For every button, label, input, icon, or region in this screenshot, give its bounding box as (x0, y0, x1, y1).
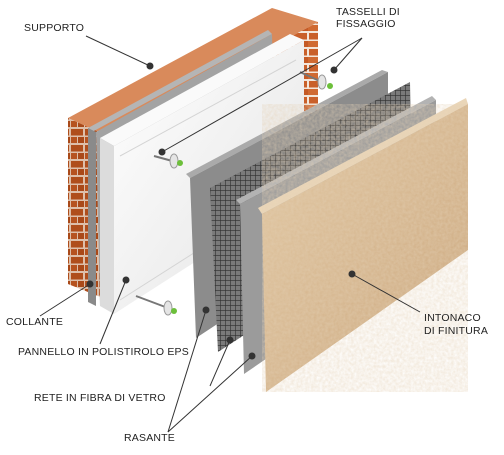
leader-supporto (85, 35, 151, 67)
label-pannello: PANNELLO IN POLISTIROLO EPS (18, 346, 189, 358)
finishing-plaster-layer (258, 98, 468, 392)
leader-rete (209, 339, 231, 387)
anchor-top (153, 153, 183, 169)
label-rete: RETE IN FIBRA DI VETRO (34, 392, 166, 404)
leader-rasante-1 (167, 309, 207, 433)
anchor-bottom (135, 295, 177, 316)
leader-collante (39, 283, 91, 317)
leader-rasante-2 (167, 355, 253, 433)
label-intonaco-line2: DI FINITURA (424, 325, 489, 337)
leader-tasselli-1 (333, 37, 363, 71)
label-supporto: SUPPORTO (24, 22, 85, 34)
leader-intonaco (351, 273, 421, 313)
leader-tasselli-2 (161, 37, 363, 153)
label-tasselli-line1: TASSELLI DI (336, 6, 400, 18)
anchor-top-right (299, 71, 333, 90)
leader-dots (86, 62, 356, 360)
label-intonaco-line1: INTONACO (424, 312, 481, 324)
leader-lines (39, 35, 421, 433)
leader-pannello (99, 279, 127, 345)
label-tasselli-line2: FISSAGGIO (336, 18, 396, 30)
label-rasante: RASANTE (124, 432, 175, 444)
label-collante: COLLANTE (6, 316, 64, 328)
